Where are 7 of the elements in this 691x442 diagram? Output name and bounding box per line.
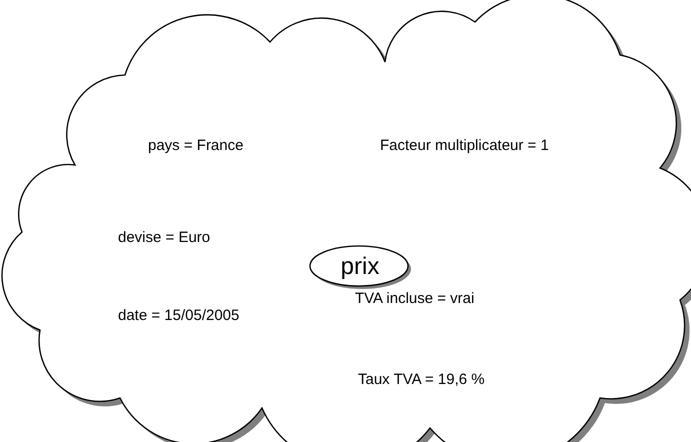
attribute-text: TVA incluse = vrai (355, 290, 474, 307)
attribute-text: pays = France (148, 137, 244, 154)
attribute-text: Facteur multiplicateur = 1 (380, 137, 549, 154)
attribute-text: date = 15/05/2005 (118, 307, 240, 324)
node-label: prix (340, 253, 380, 281)
attribute-text: devise = Euro (118, 229, 210, 246)
attribute-text: Taux TVA = 19,6 % (358, 371, 485, 388)
